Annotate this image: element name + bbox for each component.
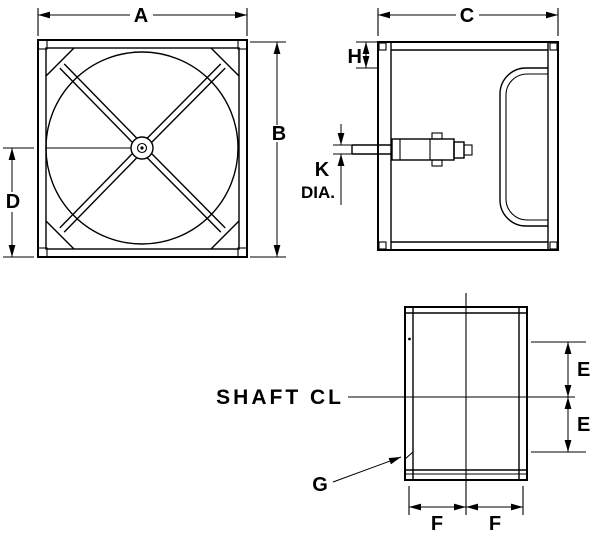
frame-corner-pad	[237, 39, 248, 50]
fan-frame-outer	[37, 39, 248, 258]
label-dim-b: B	[272, 123, 286, 145]
side-view	[351, 41, 559, 251]
label-dim-e-lower: E	[577, 414, 590, 436]
housing-outline	[377, 41, 559, 251]
dim-c: C	[377, 5, 559, 36]
label-dim-f-right: F	[489, 513, 501, 535]
corner-gusset	[45, 220, 75, 250]
label-dia: DIA.	[301, 183, 335, 202]
label-shaft-cl: SHAFT CL	[216, 386, 344, 409]
frame-corner-pad	[37, 247, 48, 258]
flange-pad	[378, 241, 387, 250]
corner-gusset	[210, 47, 240, 77]
label-dim-e-upper: E	[577, 359, 590, 381]
label-dim-g: G	[312, 474, 328, 496]
dim-h: H	[348, 41, 378, 69]
dim-g: G	[312, 456, 402, 496]
label-dim-h: H	[348, 46, 362, 68]
bearing-assembly	[391, 132, 473, 167]
bolt-mark	[408, 337, 411, 341]
dim-d: D	[3, 147, 34, 258]
frame-corner-pad	[37, 39, 48, 50]
fan-drum	[499, 67, 548, 227]
dim-a: A	[37, 5, 248, 36]
front-view	[37, 39, 248, 258]
seam-mark	[404, 451, 414, 460]
label-dim-d: D	[6, 191, 20, 213]
shaft	[351, 144, 392, 155]
fan-braces	[59, 63, 226, 233]
dim-b: B	[250, 41, 286, 258]
corner-gusset	[210, 220, 240, 250]
flange-pad	[549, 241, 558, 250]
label-dim-k: K	[315, 159, 330, 181]
dim-e-upper: E	[531, 341, 590, 397]
dim-k: K DIA.	[301, 124, 352, 205]
fan-hub	[130, 136, 154, 160]
bottom-view	[404, 293, 528, 515]
corner-gusset	[45, 47, 75, 77]
flange-pad	[549, 42, 558, 51]
frame-corner-pad	[237, 247, 248, 258]
label-dim-c: C	[460, 5, 474, 27]
label-dim-f-left: F	[431, 513, 443, 535]
shaft-centerline: SHAFT CL	[216, 386, 575, 409]
flange-pad	[378, 42, 387, 51]
dim-f-right: F	[466, 486, 524, 535]
label-dim-a: A	[134, 5, 148, 27]
dim-f-left: F	[408, 486, 466, 535]
dim-e-lower: E	[531, 397, 590, 453]
